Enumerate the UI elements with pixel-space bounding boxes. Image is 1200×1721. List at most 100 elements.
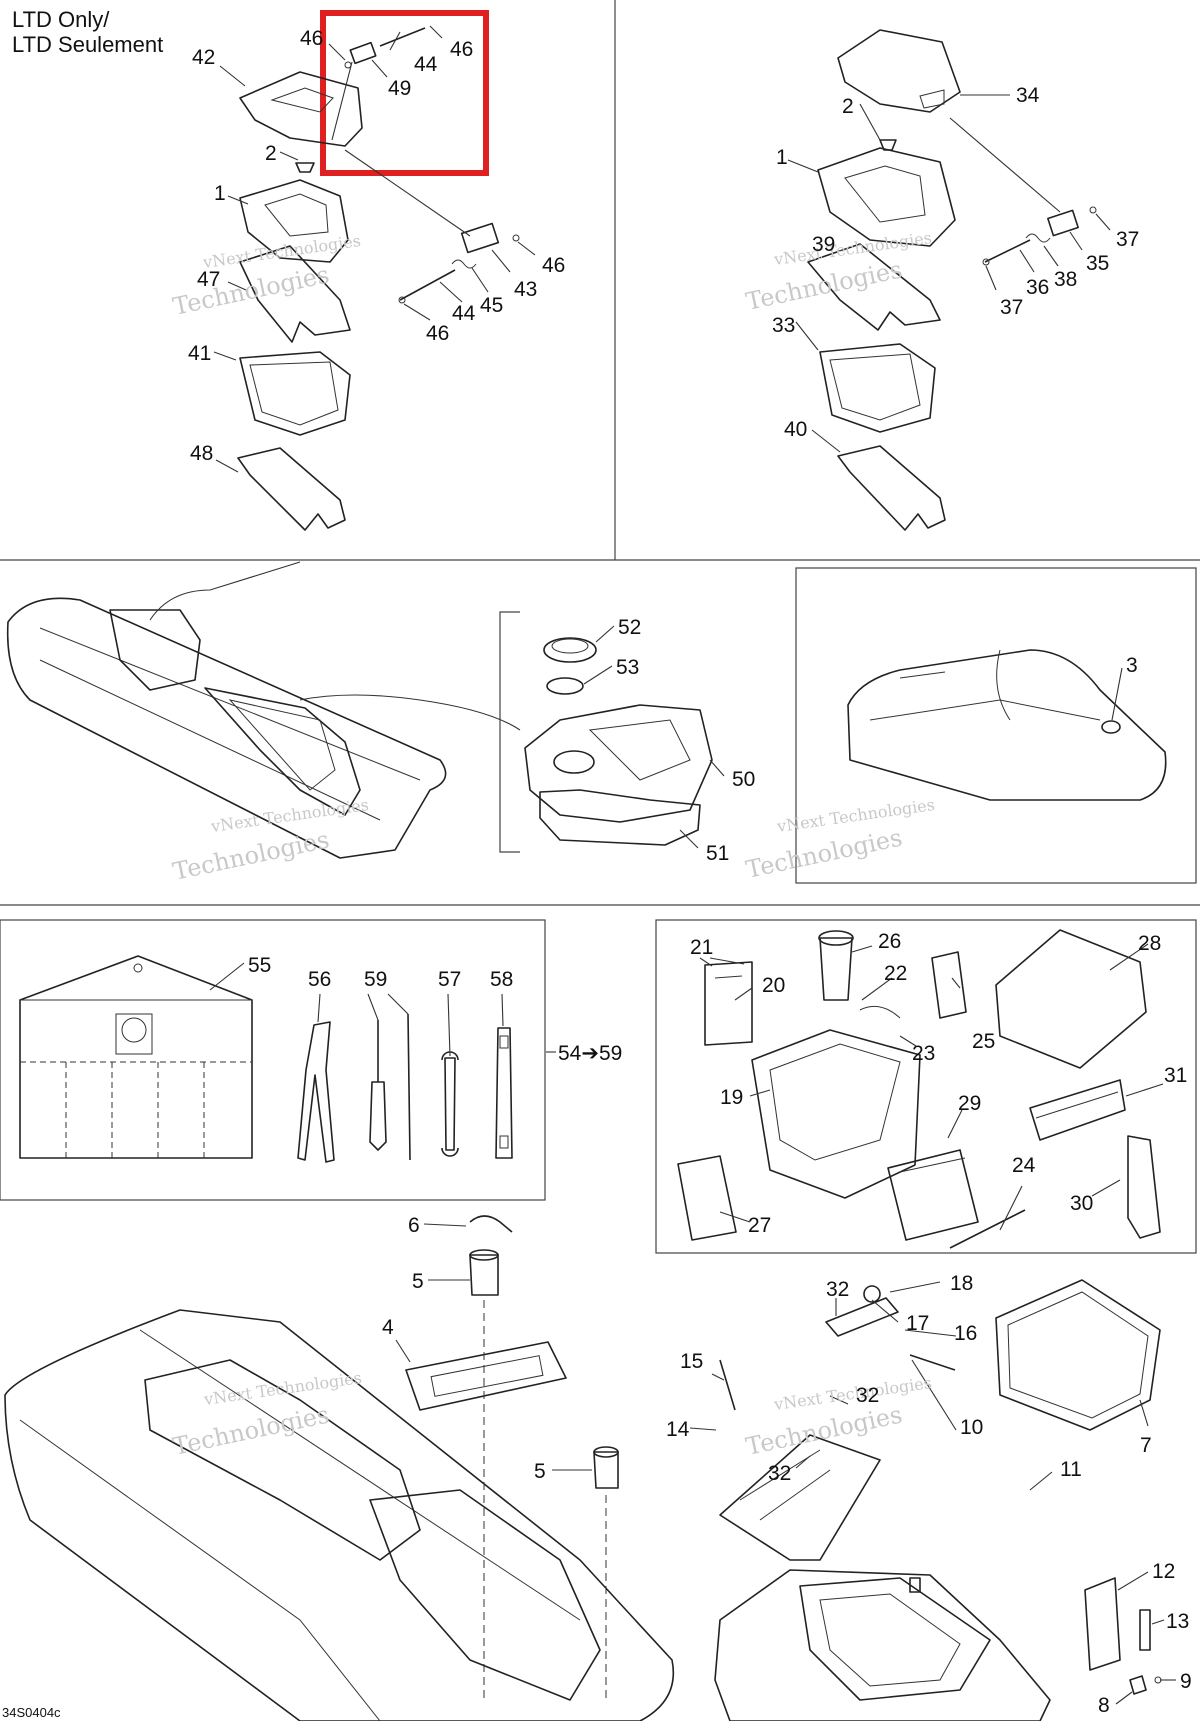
part-callout: 32: [856, 1384, 879, 1407]
part-callout: 4: [382, 1316, 394, 1339]
watermark-text: vNext Technologies: [201, 231, 362, 272]
part-callout: 43: [514, 278, 537, 301]
part-callout: 16: [954, 1322, 977, 1345]
part-callout: 17: [906, 1312, 929, 1335]
watermark-text: vNext Technologies: [772, 1373, 933, 1414]
part-callout: 25: [972, 1030, 995, 1053]
part-callout: 29: [958, 1092, 981, 1115]
part-callout: 49: [388, 77, 411, 100]
part-callout: 5: [534, 1460, 546, 1483]
part-callout: 14: [666, 1418, 690, 1441]
part-callout: 26: [878, 930, 901, 953]
part-callout: 40: [784, 418, 807, 441]
part-callout: 32: [826, 1278, 849, 1301]
top-left-assembly: [237, 27, 520, 531]
part-callout: 32: [768, 1462, 791, 1485]
part-callouts: 42 46 44 46 49 2 1 47 41 48 46 43 45 44 …: [188, 27, 1192, 1717]
part-callout: 13: [1166, 1610, 1189, 1633]
part-callout: 12: [1152, 1560, 1175, 1583]
tool-kit: [19, 955, 513, 1163]
part-callout: 37: [1000, 296, 1023, 319]
part-callout: 46: [542, 254, 565, 277]
header-line-1: LTD Only/: [12, 7, 110, 32]
watermark-text: vNext Technologies: [775, 795, 936, 836]
part-callout: 39: [812, 233, 835, 256]
part-callout: 2: [842, 95, 854, 118]
highlight-box: [320, 10, 489, 176]
watermark-text: Technologies: [170, 825, 331, 885]
part-callout: 46: [426, 322, 449, 345]
part-callout: 8: [1098, 1694, 1110, 1717]
part-callout: 45: [480, 294, 503, 317]
watermark-text: vNext Technologies: [202, 1368, 363, 1409]
part-callout: 46: [300, 27, 323, 50]
part-callout: 20: [762, 974, 785, 997]
part-callout: 3: [1126, 654, 1138, 677]
part-callout: 35: [1086, 252, 1109, 275]
part-callout: 23: [912, 1042, 935, 1065]
part-callout: 41: [188, 342, 211, 365]
part-callout: 30: [1070, 1192, 1093, 1215]
part-callout: 56: [308, 968, 331, 991]
part-callout: 21: [690, 936, 713, 959]
part-callout: 44: [414, 53, 438, 76]
part-callout: 55: [248, 954, 271, 977]
header-line-2: LTD Seulement: [12, 32, 163, 57]
watermark-text: Technologies: [743, 255, 904, 315]
part-callout: 50: [732, 768, 755, 791]
watermark-text: Technologies: [743, 823, 904, 883]
part-callout: 57: [438, 968, 461, 991]
part-callout: 58: [490, 968, 513, 991]
part-callout: 19: [720, 1086, 743, 1109]
part-callout: 48: [190, 442, 213, 465]
part-callout: 28: [1138, 932, 1161, 955]
storage-bin-kit: [677, 929, 1161, 1249]
part-callout: 53: [616, 656, 639, 679]
part-callout: 51: [706, 842, 729, 865]
part-callout: 42: [192, 46, 215, 69]
part-callout: 1: [214, 182, 226, 205]
part-callout: 31: [1164, 1064, 1187, 1087]
part-callout: 24: [1012, 1154, 1036, 1177]
diagram-code: 34S0404c: [2, 1705, 61, 1720]
part-callout: 15: [680, 1350, 703, 1373]
part-callout: 11: [1060, 1458, 1082, 1481]
watermarks: vNext Technologies Technologies vNext Te…: [170, 228, 936, 1461]
part-callout: 37: [1116, 228, 1139, 251]
watermark-text: Technologies: [743, 1400, 904, 1460]
panel-frames: [0, 0, 1200, 1254]
hull-mid-view: [6, 561, 521, 859]
part-callout: 9: [1180, 1670, 1192, 1693]
watermark-text: Technologies: [170, 260, 331, 320]
part-callout: 52: [618, 616, 641, 639]
part-callout: 33: [772, 314, 795, 337]
part-callout: 7: [1140, 1434, 1152, 1457]
front-storage-assembly: [714, 1279, 1162, 1721]
part-callout: 18: [950, 1272, 973, 1295]
part-callout: 22: [884, 962, 907, 985]
part-callout: 1: [776, 146, 788, 169]
hull-bottom-left: [4, 1215, 674, 1721]
part-callout: 10: [960, 1416, 983, 1439]
part-callout: 59: [364, 968, 387, 991]
leader-lines: [209, 25, 1176, 1705]
part-callout: 44: [452, 302, 476, 325]
watermark-text: Technologies: [170, 1400, 331, 1460]
part-callout: 36: [1026, 276, 1049, 299]
cover-3: [847, 649, 1167, 801]
range-label: 54➔59: [558, 1042, 622, 1065]
part-callout: 27: [748, 1214, 771, 1237]
part-callout: 34: [1016, 84, 1040, 107]
top-right-assembly: [807, 29, 1097, 531]
part-callout: 47: [197, 268, 220, 291]
part-callout: 6: [408, 1214, 420, 1237]
glove-box-50-53: [524, 637, 713, 846]
part-callout: 46: [450, 38, 473, 61]
watermark-text: vNext Technologies: [772, 228, 933, 269]
part-callout: 38: [1054, 268, 1077, 291]
part-callout: 2: [265, 142, 277, 165]
part-callout: 5: [412, 1270, 424, 1293]
watermark-text: vNext Technologies: [209, 795, 370, 836]
